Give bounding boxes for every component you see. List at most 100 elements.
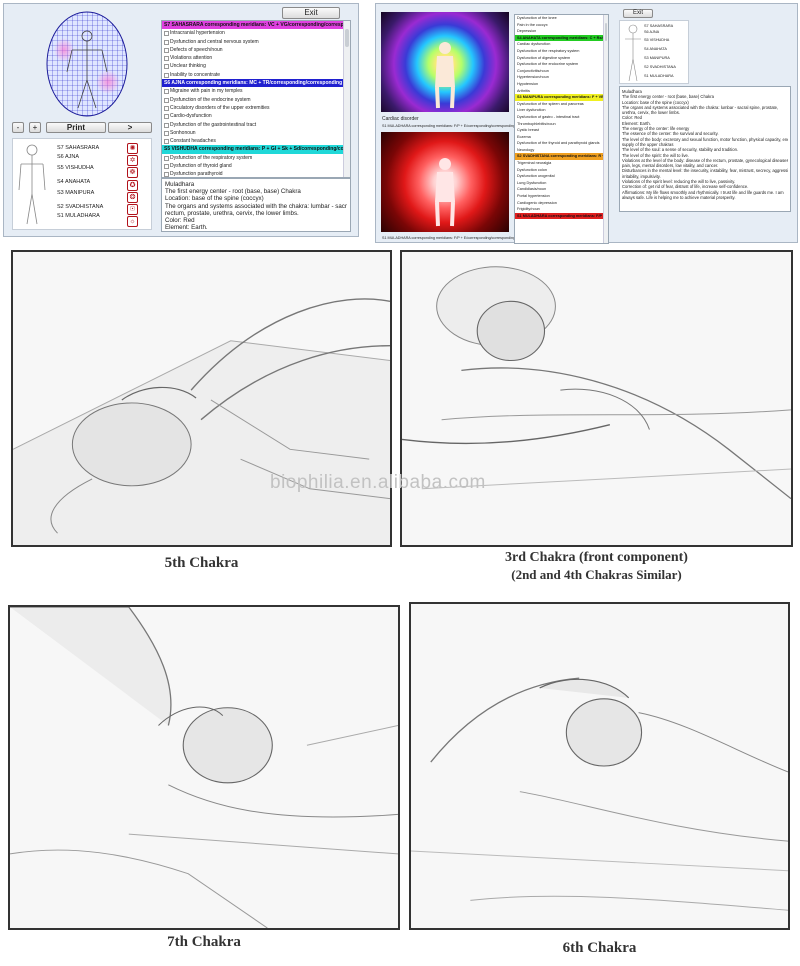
chakra-symbol-icon[interactable]: ☸ (127, 167, 138, 179)
right-symptom-list-scrollbar[interactable] (603, 15, 608, 243)
description-line: Muladhara (622, 89, 642, 94)
zoom-out-button[interactable]: - (12, 122, 24, 133)
chakra-header-row[interactable]: S3 MANIPURA corresponding meridians: F +… (515, 94, 608, 101)
chakra-label[interactable]: S6 AJNA (57, 154, 80, 160)
symptom-row[interactable]: Dysfunction of the respiratory system (517, 48, 580, 53)
chakra-label[interactable]: S2 SVADHISTANA (644, 65, 676, 69)
chakra-label[interactable]: S1 MULADHARA (644, 74, 674, 78)
description-line: irritability, impulsivity. (622, 173, 661, 179)
symptom-row[interactable]: Dysfunction of the gastrointestinal trac… (162, 121, 350, 129)
symptom-row[interactable]: Lung Dysfunction (517, 180, 547, 185)
chakra-label[interactable]: S1 MULADHARA (57, 213, 100, 219)
symptom-row[interactable]: Unclear thinking (162, 62, 350, 70)
chakra-label[interactable]: S7 SAHASRARA (644, 24, 674, 28)
symptom-list[interactable]: S7 SAHASRARA corresponding meridians: VC… (161, 20, 351, 178)
symptom-row[interactable]: Cardio-dysfunction (162, 112, 350, 120)
symptom-list-scrollbar[interactable] (343, 21, 350, 177)
chakra-header-row[interactable]: S1 MULADHARA corresponding meridians: F/… (515, 212, 608, 220)
symptom-row[interactable]: Circulatory disorders of the upper extre… (162, 104, 350, 112)
description-line: rectum, prostate, urethra, cervix, the l… (165, 209, 299, 217)
description-line: Violations at the level of the body: dis… (622, 157, 788, 163)
chakra-label[interactable]: S4 ANAHATA (644, 47, 667, 51)
symptom-row[interactable]: Cardiogenic depression (517, 200, 557, 205)
symptom-row[interactable]: Constant headaches (162, 137, 350, 145)
symptom-row[interactable]: Dysfunction colon (517, 167, 547, 172)
right-exit-button[interactable]: Exit (623, 9, 653, 18)
symptom-row[interactable]: Pain in the coccyx (517, 22, 548, 27)
silhouette-figure (18, 144, 46, 225)
symptom-row[interactable]: Liver dysfunction (517, 108, 546, 113)
chakra-symbol-icon[interactable]: ✪ (127, 179, 138, 191)
print-button[interactable]: Print (46, 122, 106, 133)
chakra-label[interactable]: S3 MANIPURA (644, 56, 670, 60)
description-line: urethra, cervix, the lower limbs. (622, 110, 680, 116)
symptom-row[interactable]: Depression (517, 29, 537, 34)
symptom-row[interactable]: Neurology (517, 147, 535, 152)
symptom-list-rows: S7 SAHASRARA corresponding meridians: VC… (162, 21, 350, 177)
caption-7th-chakra: 7th Chakra (167, 934, 241, 950)
chakra-header-row[interactable]: S6 AJNA corresponding meridians: MC + TR… (162, 79, 350, 88)
symptom-row[interactable]: Dysfunction of the spleen and pancreas (517, 101, 584, 106)
next-button[interactable]: > (108, 122, 152, 133)
symptom-row[interactable]: Dysfunction of the endocrine system (517, 62, 579, 67)
symptom-row[interactable]: Cystic breast (517, 128, 539, 133)
symptom-row[interactable]: Thrombophlebitis/noun (517, 121, 556, 126)
symptom-row[interactable]: Dysfunction of digestive system (517, 55, 571, 60)
symptom-row[interactable]: Violations attention (162, 54, 350, 62)
chakra-label[interactable]: S2 SVADHISTANA (57, 204, 104, 210)
symptom-row[interactable]: Dysfunction parathyroid (162, 170, 350, 177)
chakra-symbol-icon[interactable]: ☼ (127, 216, 138, 228)
chakra-symbol-icon[interactable]: ✡ (127, 155, 138, 167)
chakra-header-row[interactable]: S4 ANAHATA corresponding meridians: C + … (515, 34, 608, 42)
chakra-label[interactable]: S5 VISHUDHA (57, 165, 94, 171)
chakra-label[interactable]: S5 VISHUDHA (644, 38, 670, 42)
symptom-row[interactable]: Dysfunction of thyroid gland (162, 162, 350, 170)
symptom-row[interactable]: Cardiac dysfunction (517, 42, 551, 47)
meridian-line-1: S1 MULADHARA corresponding meridians: F/… (382, 124, 533, 128)
symptom-row[interactable]: Trigeminal neuralgia (517, 161, 552, 166)
chakra-header-row[interactable]: S7 SAHASRARA corresponding meridians: VC… (162, 21, 350, 30)
chakra-symbol-icon[interactable]: ☉ (127, 204, 138, 215)
symptom-row[interactable]: Dysfunction and central nervous system (162, 38, 350, 46)
symptom-row[interactable]: Eczema (517, 134, 531, 139)
chakra-label[interactable]: S4 ANAHATA (57, 179, 91, 185)
chakra-header-row[interactable]: S2 SVADHISTANA corresponding meridians: … (515, 153, 608, 161)
symptom-row[interactable]: Intracranial hypertension (162, 29, 350, 37)
symptom-row[interactable]: Frigidity/noun (517, 207, 540, 212)
description-line: Location: base of the spine (coccyx) (622, 99, 689, 105)
symptom-row[interactable]: Dysfunction urogenital (517, 174, 555, 179)
symptom-row[interactable]: Arthritis (517, 88, 530, 93)
symptom-row[interactable]: Candidiasis/noun (517, 187, 547, 192)
symptom-row[interactable]: Inability to concentrate (162, 71, 350, 79)
symptom-row[interactable]: Dysfunction of the respiratory system (162, 154, 350, 162)
description-line: The essence of the center: the survival … (622, 131, 719, 137)
symptom-row[interactable]: Hypertension/noun (517, 75, 549, 80)
chakra-symbol-icon[interactable]: ❂ (127, 191, 138, 203)
symptom-row[interactable]: Hypotension (517, 81, 539, 86)
symptom-row[interactable]: Portal hypertension (517, 194, 550, 199)
chakra-label[interactable]: S7 SAHASRARA (57, 145, 100, 151)
chakra-header-row[interactable]: S5 VISHUDHA corresponding meridians: P +… (162, 145, 350, 154)
symptom-row[interactable]: Migraine with pain in my temples (162, 87, 350, 95)
aura-image-top (381, 12, 509, 112)
chakra-label[interactable]: S6 AJNA (644, 30, 660, 34)
symptom-row[interactable]: Dysfunction of the endocrine system (162, 96, 350, 104)
symptom-row[interactable]: Dysfunction of gastro - intestinal tract (517, 114, 580, 119)
chakra-symbol-icon[interactable]: ✺ (127, 143, 138, 154)
exit-button[interactable]: Exit (282, 7, 340, 19)
symptom-row[interactable]: Dysfunction of the thyroid and parathyro… (517, 141, 600, 146)
symptom-row[interactable]: Conjunctivitis/noun (517, 68, 549, 73)
symptom-row[interactable]: Sonhonoun (162, 129, 350, 137)
aura-image-bottom (381, 132, 509, 232)
chakra-label[interactable]: S3 MANIPURA (57, 190, 95, 196)
right-chakra-panel: S7 SAHASRARA S6 AJNA S5 VISHUDHA S4 ANAHATA… (619, 20, 689, 84)
caption-3rd-chakra: 3rd Chakra (front component) (505, 550, 688, 565)
symptom-row[interactable]: Defects of speech/noun (162, 46, 350, 54)
symptom-row[interactable]: Dysfunction of the knee (517, 16, 557, 20)
photo-6th-chakra (409, 602, 790, 930)
description-line: always safe. Life is helping me to achie… (622, 194, 736, 200)
zoom-in-button[interactable]: + (29, 122, 41, 133)
